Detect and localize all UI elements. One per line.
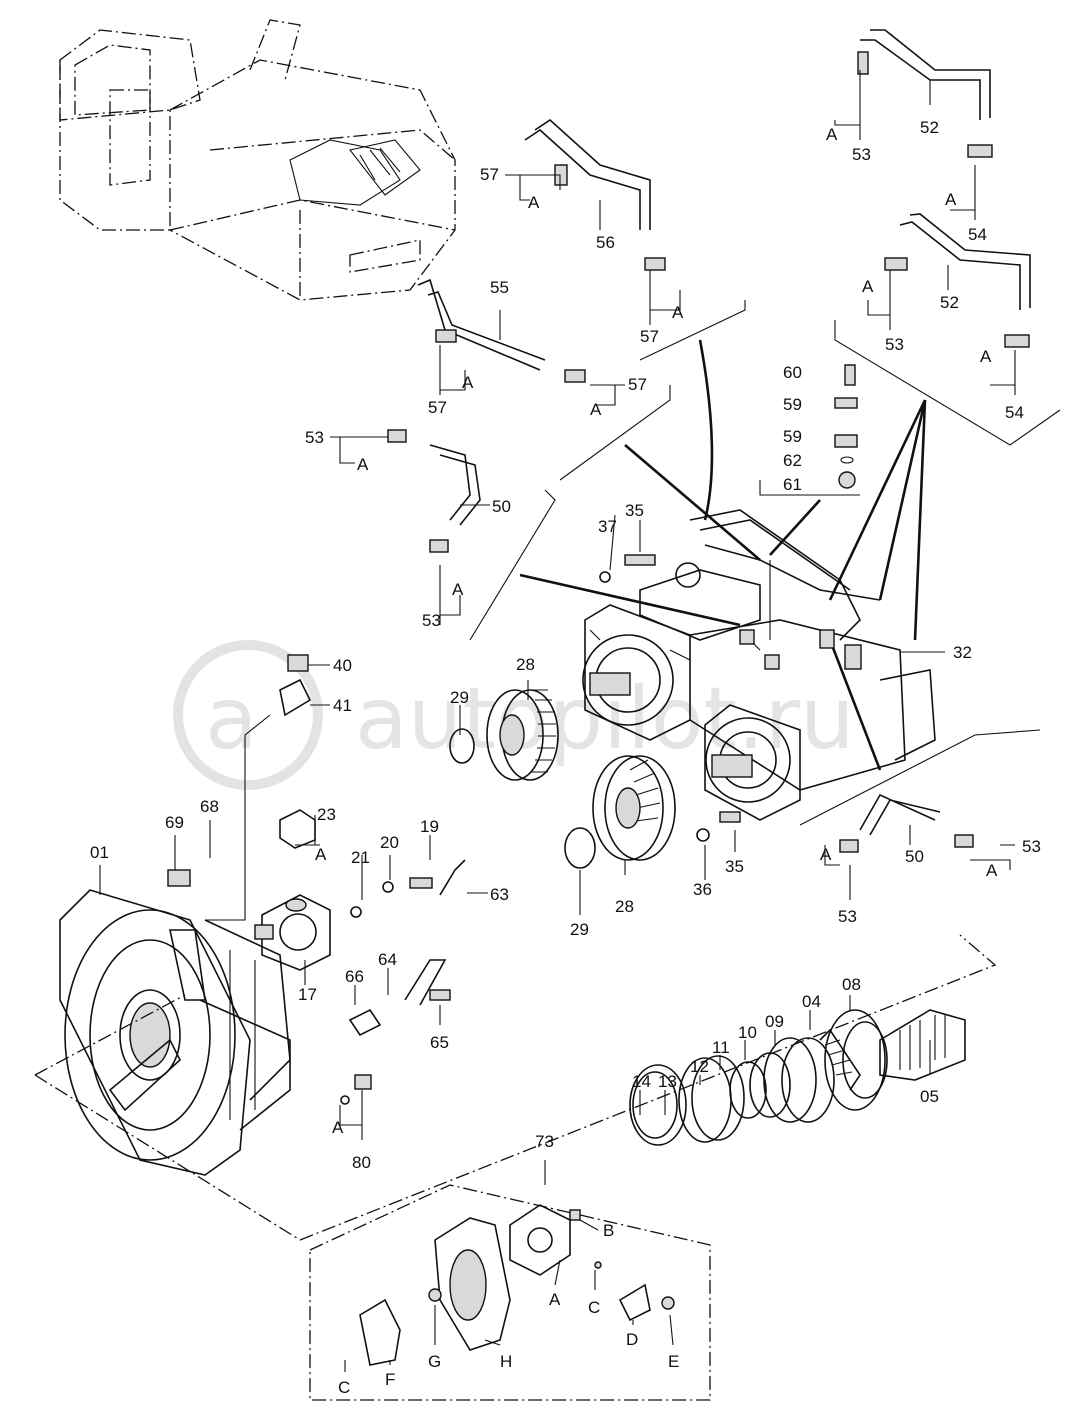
label-53-top: 53 [852,145,871,164]
label-a-57-top: A [528,193,540,212]
label-68: 68 [200,797,219,816]
main-pump-assembly [582,509,936,821]
label-c-right: C [588,1298,600,1317]
label-80: 80 [352,1153,371,1172]
label-a-23: A [315,845,327,864]
label-g: G [428,1352,441,1371]
label-73: 73 [535,1132,554,1151]
label-04: 04 [802,992,821,1011]
gear-pump [254,894,331,971]
label-53-mid: 53 [885,335,904,354]
gears [449,689,676,869]
label-b: B [603,1221,614,1240]
label-53-right-low: 53 [838,907,857,926]
label-11: 11 [712,1038,730,1057]
label-57-top: 57 [480,165,499,184]
label-a-53-mid: A [862,277,874,296]
label-52-top: 52 [920,118,939,137]
label-54-mid: 54 [1005,403,1024,422]
label-a-80: A [332,1118,344,1137]
label-28-top: 28 [516,655,535,674]
label-17: 17 [298,985,317,1004]
label-35-bottom: 35 [725,857,744,876]
label-09: 09 [765,1012,784,1031]
label-a-53-left: A [357,455,369,474]
label-37: 37 [598,517,617,536]
shaft-assembly [629,1009,966,1146]
label-10: 10 [738,1023,757,1042]
label-60: 60 [783,363,802,382]
label-57-mid: 57 [640,327,659,346]
flywheel-housing [59,889,291,1176]
label-54-top: 54 [968,225,987,244]
label-64: 64 [378,950,397,969]
label-f: F [385,1370,395,1389]
label-a-54-top: A [945,190,957,209]
label-19: 19 [420,817,439,836]
label-a-53-left-low: A [452,580,464,599]
label-59-bottom: 59 [783,427,802,446]
label-12: 12 [690,1057,709,1076]
label-h: H [500,1352,512,1371]
label-55: 55 [490,278,509,297]
label-leaders [99,70,1016,1372]
label-36: 36 [693,880,712,899]
label-08: 08 [842,975,861,994]
label-57-left: 57 [428,398,447,417]
label-61: 61 [783,475,802,494]
label-63: 63 [490,885,509,904]
label-53-right-top: 53 [1022,837,1041,856]
label-57-right: 57 [628,375,647,394]
label-29-top: 29 [450,688,469,707]
label-29-bottom: 29 [570,920,589,939]
label-a-53-top: A [826,125,838,144]
label-32: 32 [953,643,972,662]
part-labels: 52 53 A A 54 52 A 53 A 54 57 A 56 A 57 5… [90,118,1041,1397]
label-40: 40 [333,656,352,675]
watermark-logo-letter: a [205,669,258,769]
label-21: 21 [351,848,370,867]
label-a-coupling: A [549,1290,561,1309]
label-14: 14 [632,1072,651,1091]
pipes [417,29,1031,836]
label-a-57-left: A [462,373,474,392]
label-23: 23 [317,805,336,824]
label-50-right: 50 [905,847,924,866]
label-41: 41 [333,696,352,715]
label-01: 01 [90,843,109,862]
watermark-logo-icon [173,640,323,790]
label-53-left-top: 53 [305,428,324,447]
label-20: 20 [380,833,399,852]
label-69: 69 [165,813,184,832]
leader-lines [469,300,1061,826]
boundary-lines [34,934,997,1241]
coupling-group [309,1184,711,1401]
label-50-left: 50 [492,497,511,516]
label-28-bottom: 28 [615,897,634,916]
label-62: 62 [783,451,802,470]
label-56: 56 [596,233,615,252]
label-c-left: C [338,1378,350,1397]
excavator-overview [59,19,456,301]
label-59-top: 59 [783,395,802,414]
label-a-53-right-low: A [820,845,832,864]
label-d: D [626,1330,638,1349]
label-05: 05 [920,1087,939,1106]
label-a-54-mid: A [980,347,992,366]
fittings [167,51,1030,1269]
label-e: E [668,1352,679,1371]
label-53-left-low: 53 [422,611,441,630]
label-a-53-right: A [986,861,998,880]
label-a-57-right: A [590,400,602,419]
label-52-mid: 52 [940,293,959,312]
label-35-top: 35 [625,501,644,520]
label-13: 13 [658,1072,677,1091]
label-a-57-mid: A [672,303,684,322]
label-65: 65 [430,1033,449,1052]
label-66: 66 [345,967,364,986]
